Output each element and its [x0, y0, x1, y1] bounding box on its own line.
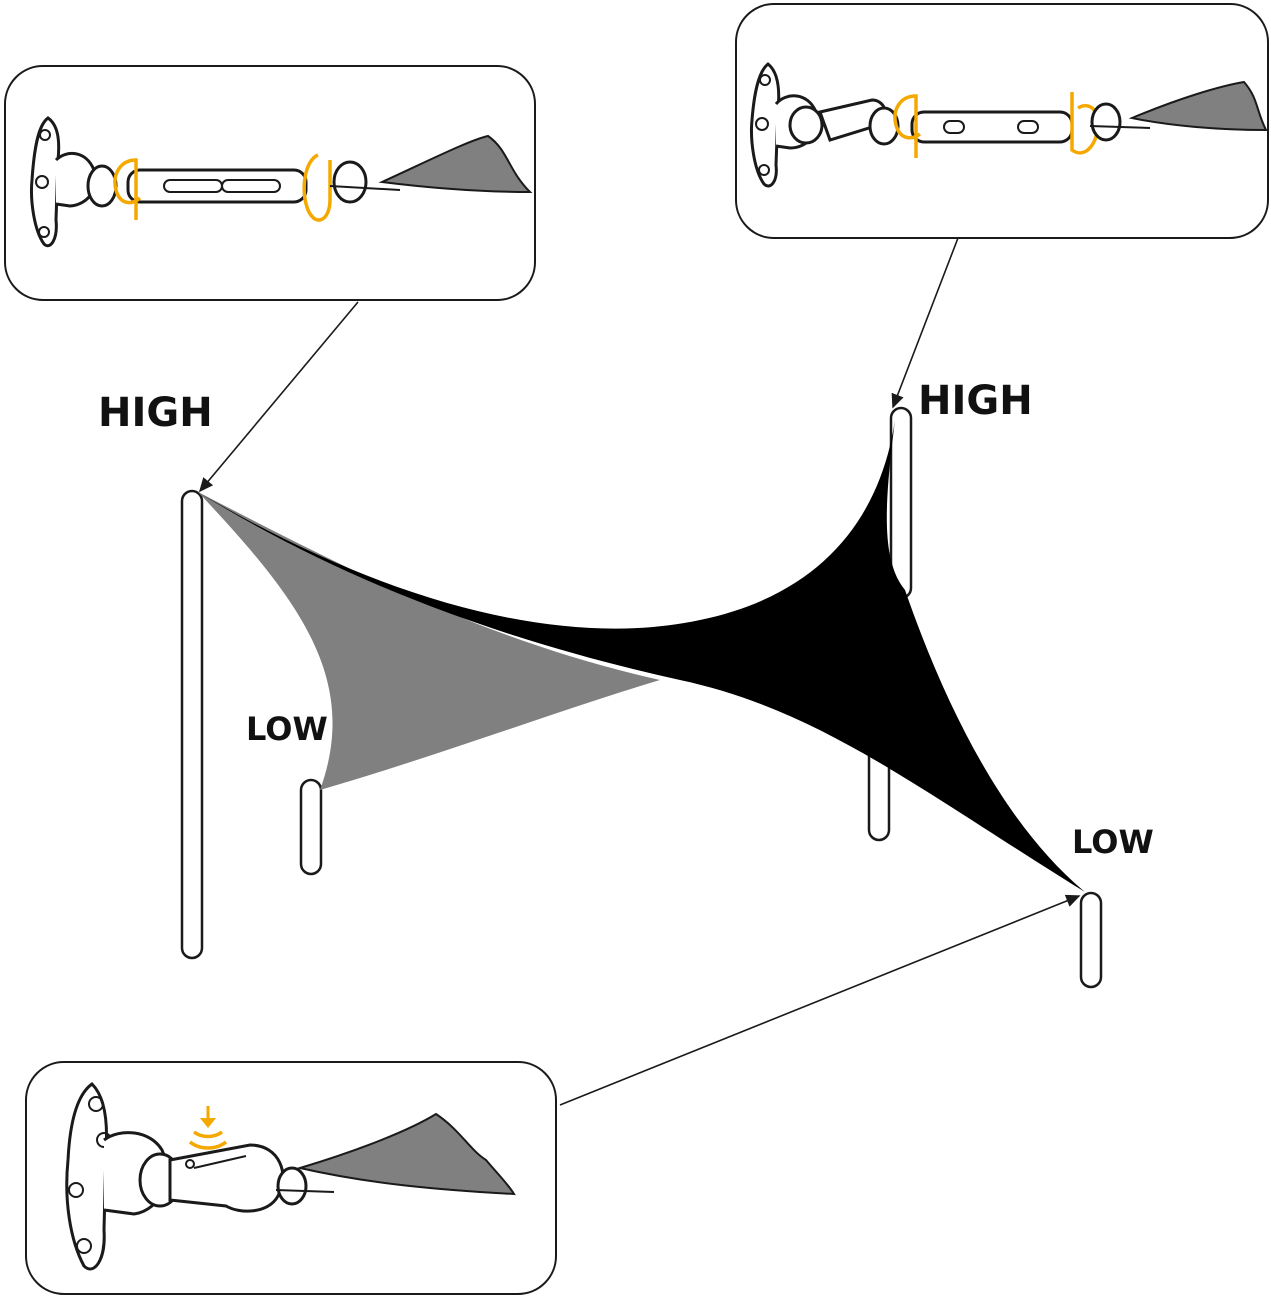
wire-icon	[329, 185, 401, 191]
plate-hole-icon	[759, 74, 771, 86]
snap-hook-icon	[332, 160, 368, 204]
sail-corner-icon	[296, 1112, 516, 1196]
leader-line-left	[198, 301, 359, 493]
sail-top	[198, 420, 1085, 892]
snap-hook-detail-bottom	[25, 1061, 557, 1295]
turnbuckle-slot-icon	[221, 179, 281, 193]
turnbuckle-slot-icon	[1017, 120, 1039, 134]
wire-icon	[275, 1189, 335, 1193]
press-motion-icon	[192, 1130, 224, 1139]
label-low-left: LOW	[246, 710, 328, 748]
turnbuckle-slot-icon	[943, 120, 965, 134]
plate-hole-icon	[88, 1096, 104, 1112]
plate-hole-icon	[755, 117, 769, 131]
pad-eye-plate-icon	[750, 62, 781, 188]
label-high-right: HIGH	[918, 378, 1033, 424]
plate-hole-icon	[68, 1182, 84, 1198]
plate-hole-icon	[38, 226, 50, 238]
plate-hole-icon	[35, 175, 49, 189]
chain-link-icon	[276, 1166, 308, 1206]
leader-line-bottom	[559, 894, 1081, 1106]
label-low-right: LOW	[1072, 823, 1154, 861]
chain-link-icon	[86, 164, 118, 208]
rotate-arrow-icon	[113, 158, 142, 220]
rotate-arrow-icon	[302, 153, 332, 222]
pole-low-left	[299, 778, 323, 876]
wire-icon	[1089, 125, 1151, 129]
sail-corner-icon	[1128, 80, 1268, 132]
press-arrow-icon	[200, 1118, 216, 1128]
pad-eye-plate-icon	[30, 116, 61, 248]
sail-corner-icon	[378, 134, 533, 194]
pole-low-right	[1079, 891, 1103, 989]
plate-hole-icon	[39, 129, 51, 141]
pad-eye-plate-icon	[65, 1082, 108, 1271]
plate-hole-icon	[76, 1238, 92, 1254]
press-motion-icon	[188, 1140, 228, 1150]
snap-hook-pin-icon	[185, 1159, 195, 1169]
snap-hook-icon	[168, 1143, 285, 1213]
pole-high-right	[889, 406, 913, 600]
leader-line-right	[891, 237, 959, 409]
plate-hole-icon	[758, 164, 770, 176]
snap-hook-icon	[1090, 102, 1122, 142]
turnbuckle-icon	[126, 168, 308, 204]
turnbuckle-icon	[910, 110, 1074, 144]
chain-link-icon	[788, 105, 824, 145]
rotate-arrow-icon	[893, 94, 922, 158]
sail-underside	[198, 492, 660, 790]
turnbuckle-detail-right	[735, 3, 1269, 239]
turnbuckle-detail-left	[4, 65, 536, 301]
pole-high-left	[180, 489, 204, 960]
label-high-left: HIGH	[98, 390, 213, 436]
snap-hook-gate-icon	[193, 1155, 247, 1169]
